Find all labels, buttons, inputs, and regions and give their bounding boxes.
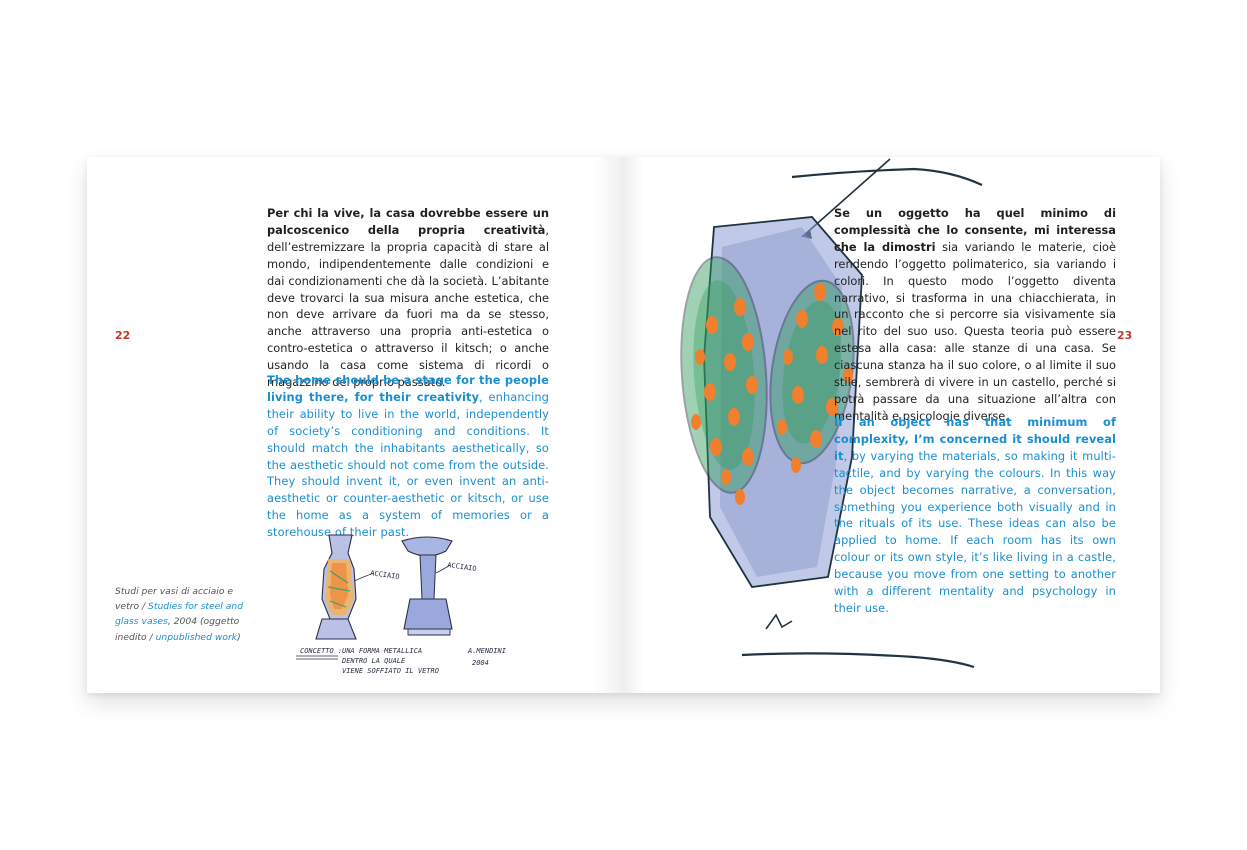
caption-it-1: Studi per vasi di acciaio e vetro xyxy=(115,586,234,613)
sketch-label-1: ACCIAIO xyxy=(370,569,400,581)
italian-lead-right: Se un oggetto ha quel minimo di compless… xyxy=(834,206,1116,254)
english-body-right: , by varying the materials, so making it… xyxy=(834,448,1116,615)
right-page: Se un oggetto ha quel minimo di compless… xyxy=(622,157,1160,693)
english-paragraph-right: If an object has that minimum of complex… xyxy=(834,414,1116,617)
english-body-left: , enhancing their ability to live in the… xyxy=(267,389,549,540)
page-number-right: 23 xyxy=(1117,329,1133,342)
italian-body-right: sia variando le materie, cioè rendendo l… xyxy=(834,239,1117,423)
page-number-left: 22 xyxy=(115,329,131,342)
gutter-shadow-left xyxy=(594,157,622,693)
caption-close: ) xyxy=(237,631,241,643)
caption-en-2: unpublished work xyxy=(155,631,238,643)
vase-sketch-2 xyxy=(401,536,453,636)
gutter-shadow-right xyxy=(622,157,644,693)
caption-sep-1: / xyxy=(139,601,149,613)
caption-it-2: , 2004 (oggetto inedito xyxy=(115,616,240,643)
large-object-sketch xyxy=(680,158,983,669)
italian-paragraph-right: Se un oggetto ha quel minimo di compless… xyxy=(834,205,1116,425)
sketch-label-2: ACCIAIO xyxy=(447,561,477,573)
concept-line-3: VIENE SOFFIATO IL VETRO xyxy=(342,667,439,675)
italian-paragraph-left: Per chi la vive, la casa dovrebbe essere… xyxy=(267,205,549,391)
concept-title: CONCETTO : xyxy=(300,647,342,655)
concept-line-1: UNA FORMA METALLICA xyxy=(342,647,422,655)
vase-sketch-1 xyxy=(315,534,357,640)
caption-sep-2: / xyxy=(146,631,156,643)
left-page: 22 Per chi la vive, la casa dovrebbe ess… xyxy=(87,157,622,693)
book-spread: 22 Per chi la vive, la casa dovrebbe ess… xyxy=(87,157,1160,693)
orange-dots-right xyxy=(777,283,853,473)
sketch-year: 2004 xyxy=(472,659,489,667)
italian-body-left: , dell’estremizzare la propria capacità … xyxy=(267,222,549,390)
english-lead-right: If an object has that minimum of complex… xyxy=(834,415,1116,463)
concept-line-2: DENTRO LA QUALE xyxy=(341,657,406,665)
orange-dots-left xyxy=(691,298,758,505)
figure-caption: Studi per vasi di acciaio e vetro / Stud… xyxy=(115,584,245,645)
sketch-signature: A.MENDINI xyxy=(467,647,507,655)
caption-en-1: Studies for steel and glass vases xyxy=(115,601,244,628)
english-lead-left: The home should be a stage for the peopl… xyxy=(267,373,549,404)
vase-sketch-drawing: ACCIAIO ACCIAIO CONCETTO : UNA FORMA MET… xyxy=(296,534,507,675)
italian-lead-left: Per chi la vive, la casa dovrebbe essere… xyxy=(267,206,549,237)
english-paragraph-left: The home should be a stage for the peopl… xyxy=(267,372,549,541)
